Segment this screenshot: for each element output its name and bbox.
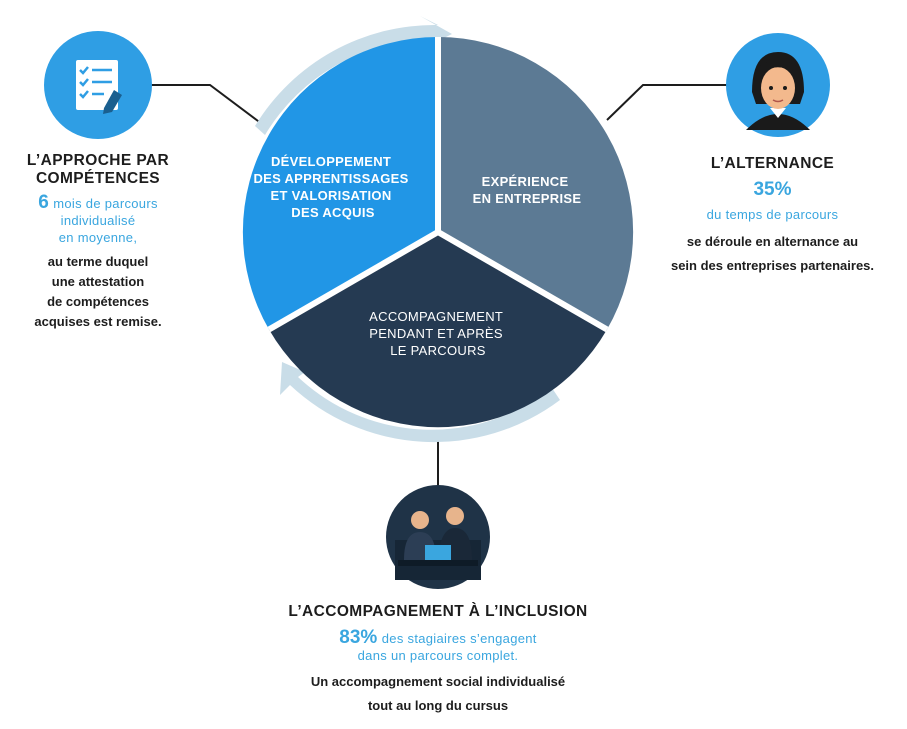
segment-right [438,36,634,330]
connector-alternance [606,84,730,121]
woman-avatar-icon [726,33,830,137]
competences-body-line: au terme duquel [47,254,149,269]
alternance-title: L’ALTERNANCE [710,155,835,172]
alternance-body-line: se déroule en alternance au [686,234,859,249]
alternance-stat-value: 35% [753,179,792,200]
segment-left [242,36,438,330]
inclusion-stat-text1: des stagiaires s’engagent [381,631,537,646]
competences-body-line: une attestation [51,274,145,289]
inclusion-title: L’ACCOMPAGNEMENT À L’INCLUSION [288,603,588,620]
ring-arc-bottom [280,362,560,443]
segment-left-label: DÉVELOPPEMENT DES APPRENTISSAGES ET VALO… [253,154,412,220]
inclusion-body-line: Un accompagnement social individualisé [310,674,566,689]
segment-bottom-label: ACCOMPAGNEMENT PENDANT ET APRÈS LE PARCO… [369,309,507,358]
competences-stat-text2: individualisé [60,213,136,228]
checklist-icon [44,31,152,139]
ring-arc-top [255,16,452,135]
competences-block: L’APPROCHE PAR COMPÉTENCES 6 mois de par… [0,152,196,332]
competences-stat-value: 6 [38,192,49,213]
competences-title-line2: COMPÉTENCES [35,170,161,187]
competences-stat-text3: en moyenne, [58,230,138,245]
connector-competences [150,84,263,125]
segment-right-label: EXPÉRIENCE EN ENTREPRISE [473,174,582,206]
people-meeting-icon [386,485,490,589]
cycle-segments [242,36,634,428]
competences-body-line: de compétences [47,294,149,309]
inclusion-block: L’ACCOMPAGNEMENT À L’INCLUSION 83% des s… [238,603,638,718]
alternance-block: L’ALTERNANCE 35% du temps de parcours se… [640,155,905,278]
alternance-stat-text: du temps de parcours [706,207,839,222]
competences-stat-text1: mois de parcours [53,196,158,211]
inclusion-stat-value: 83% [339,627,378,648]
inclusion-stat-text2: dans un parcours complet. [357,648,519,663]
inclusion-body-line: tout au long du cursus [367,698,509,713]
competences-title-line1: L’APPROCHE PAR [26,152,170,169]
competences-body-line: acquises est remise. [34,314,162,329]
alternance-body-line: sein des entreprises partenaires. [670,258,875,273]
